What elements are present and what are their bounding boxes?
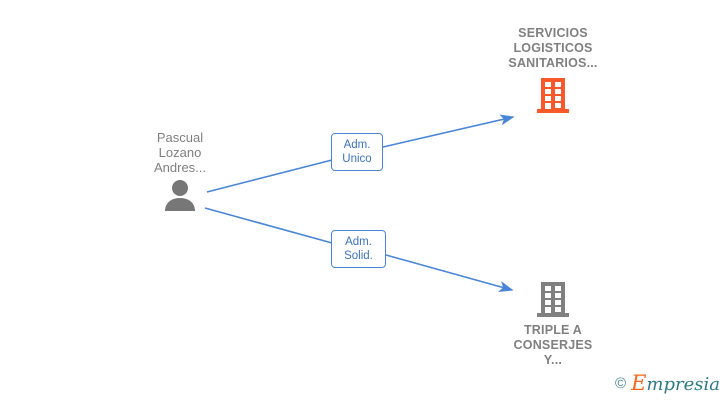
node-company-triple-a-conserjes[interactable]: TRIPLE A CONSERJES Y... bbox=[478, 280, 628, 368]
empresia-watermark: © Empresia bbox=[615, 373, 720, 394]
empresia-logo-initial: E bbox=[631, 371, 647, 395]
node-person-label: Pascual Lozano Andres... bbox=[153, 130, 207, 175]
edge-line-admin-unico-arrow bbox=[382, 114, 515, 148]
building-icon[interactable] bbox=[536, 76, 570, 114]
empresia-logo-rest: mpresia bbox=[646, 374, 720, 395]
node-company-bottom-label: TRIPLE A CONSERJES Y... bbox=[513, 323, 593, 367]
edge-line-admin-solid-arrow bbox=[385, 254, 514, 292]
edge-line-admin-unico bbox=[206, 159, 333, 193]
node-company-top-label: SERVICIOS LOGISTICOS SANITARIOS... bbox=[508, 26, 598, 70]
node-person[interactable]: Pascual Lozano Andres... bbox=[105, 130, 255, 211]
edge-line-admin-solid bbox=[204, 207, 333, 244]
empresia-logo: Empresia bbox=[631, 373, 720, 394]
person-icon[interactable] bbox=[162, 179, 198, 211]
building-icon[interactable] bbox=[536, 280, 570, 318]
copyright-icon: © bbox=[615, 375, 627, 392]
edge-label-adm-unico[interactable]: Adm. Unico bbox=[331, 133, 383, 171]
edge-label-adm-solid[interactable]: Adm. Solid. bbox=[331, 230, 386, 268]
node-company-servicios-logisticos[interactable]: SERVICIOS LOGISTICOS SANITARIOS... bbox=[478, 26, 628, 114]
